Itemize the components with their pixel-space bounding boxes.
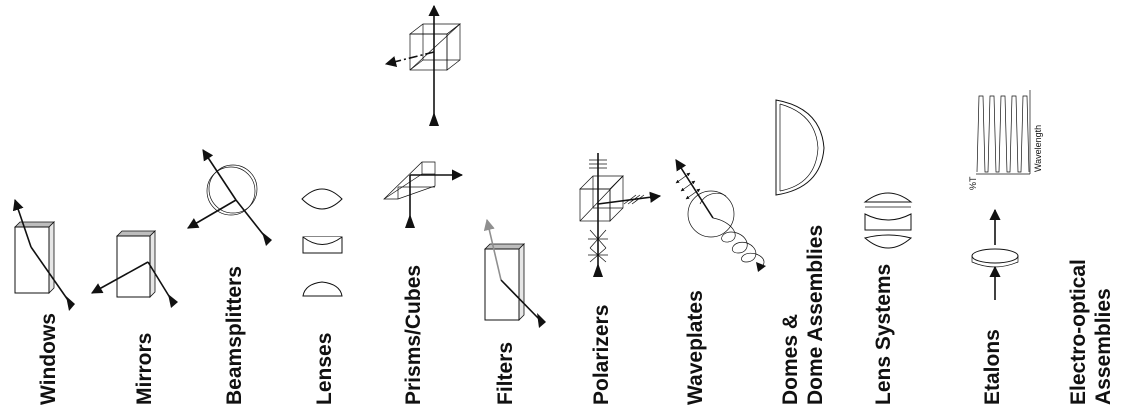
window-icon (12, 198, 75, 311)
dome-icon (775, 99, 825, 196)
label-filters: Filters (494, 342, 517, 405)
label-beamsplitters: Beamsplitters (223, 266, 246, 405)
label-polarizers: Polarizers (590, 305, 613, 405)
lens-system-icon (863, 192, 913, 249)
plot-ylabel: %T (968, 176, 978, 190)
label-prisms: Prisms/Cubes (402, 265, 425, 405)
lens-icon (301, 188, 343, 297)
label-etalons: Etalons (981, 329, 1004, 405)
waveplate-icon (675, 159, 766, 272)
label-lenses: Lenses (313, 333, 336, 405)
mirror-icon (91, 230, 178, 308)
filter-icon (483, 218, 546, 328)
category-labels: Windows Mirrors Beamsplitters Lenses Pri… (37, 225, 1115, 405)
label-mirrors: Mirrors (133, 333, 156, 405)
etalon-transmission-plot: %T Wavelength (968, 90, 1043, 190)
prism-cube-icon (383, 4, 464, 228)
etalon-icon: %T Wavelength (968, 90, 1043, 300)
plot-xlabel: Wavelength (1033, 125, 1043, 172)
label-lens-systems: Lens Systems (872, 264, 895, 405)
label-windows: Windows (37, 313, 60, 405)
beamsplitter-icon (187, 149, 272, 246)
polarizer-icon (579, 153, 662, 277)
label-waveplates: Waveplates (684, 290, 707, 405)
label-domes: Domes & Dome Assemblies (779, 225, 827, 405)
label-electro-optical: Electro-optical Assemblies (1067, 253, 1115, 405)
